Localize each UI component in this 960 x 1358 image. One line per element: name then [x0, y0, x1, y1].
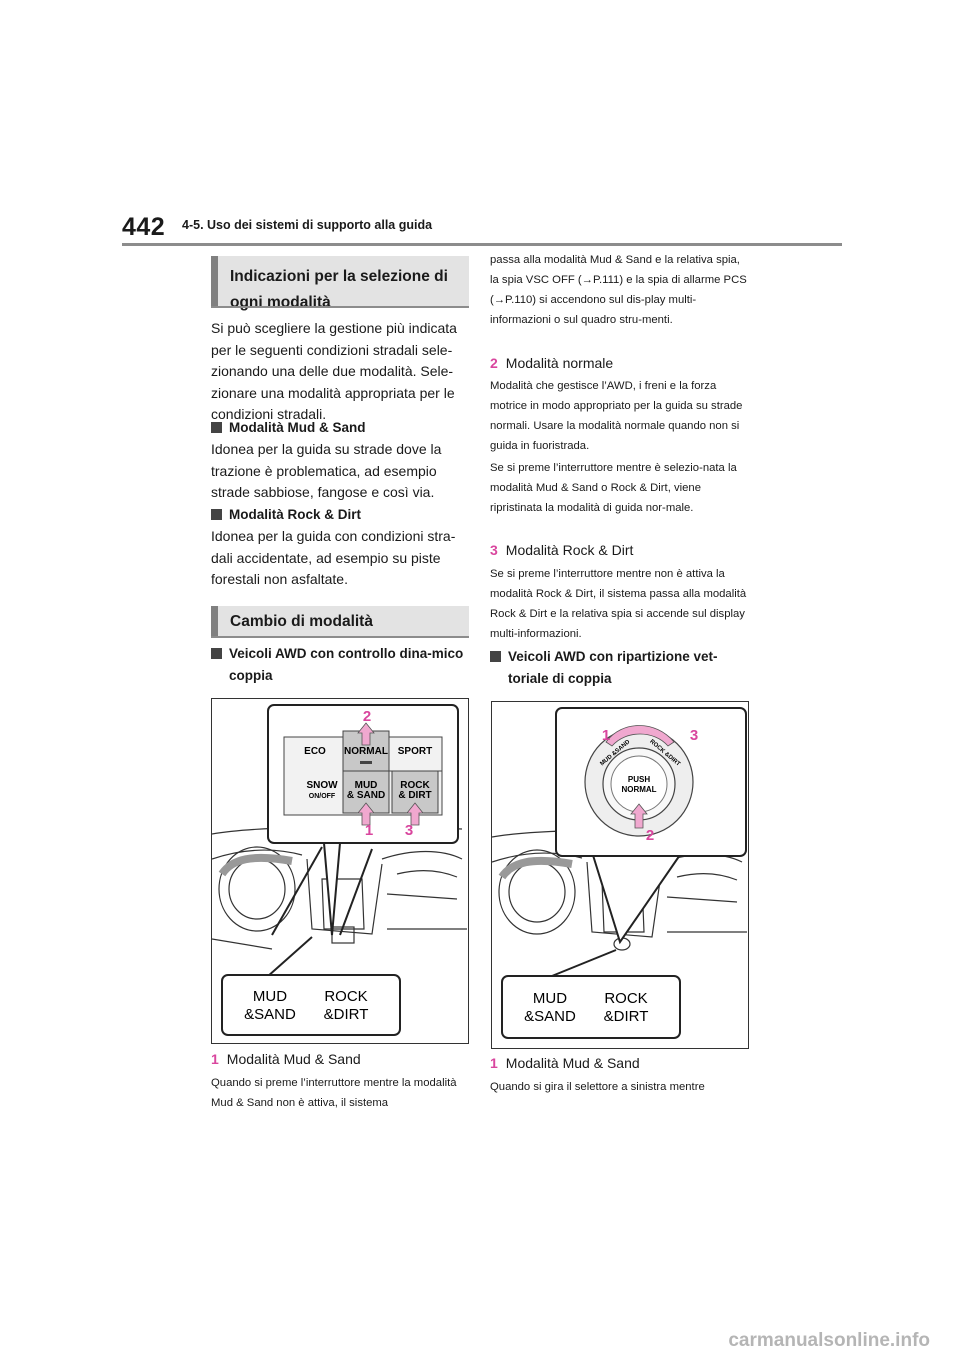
- item-4-title: Modalità Mud & Sand: [505, 1055, 640, 1071]
- bullet-mud-sand: Modalità Mud & Sand: [211, 417, 471, 439]
- item-4-number: 1: [490, 1055, 498, 1071]
- section-rule: [211, 306, 469, 308]
- callout-1: 1: [602, 727, 610, 744]
- push-arrow-icon: [630, 803, 648, 829]
- section-title-change-text: Cambio di modalità: [230, 613, 373, 630]
- display-mud-1: MUD: [533, 990, 567, 1007]
- item-3-text: Se si preme l’interruttore mentre non è …: [490, 568, 747, 640]
- display-rock-2: &DIRT: [604, 1008, 649, 1025]
- item-2-text-b: Se si preme l’interruttore mentre è sele…: [490, 462, 737, 514]
- watermark: carmanualsonline.info: [728, 1330, 930, 1351]
- item-3-heading: 3 Modalità Rock & Dirt: [490, 540, 750, 560]
- callout-2: 2: [363, 708, 371, 725]
- item-2-heading: 2 Modalità normale: [490, 353, 750, 373]
- callout-3: 3: [690, 727, 698, 744]
- display-rock-1: ROCK: [604, 990, 647, 1007]
- bullet-awd-dynamic: Veicoli AWD con controllo dina-mico copp…: [211, 643, 471, 686]
- dial-normal-label: NORMAL: [621, 785, 656, 794]
- arrow-rock-icon: [406, 802, 424, 826]
- display-mud-2: &SAND: [244, 1006, 296, 1023]
- figure-drive-mode-dial: PUSH NORMAL MUD &SAND ROCK &DIRT 1 3 2 M…: [491, 701, 749, 1049]
- btn-snow-sub-label: ON/OFF: [309, 793, 336, 800]
- btn-mud-label-1: MUD: [355, 780, 378, 791]
- arrow-mud-icon: [357, 802, 375, 826]
- chapter-title: 4-5. Uso dei sistemi di supporto alla gu…: [182, 218, 433, 232]
- display-panel: [501, 975, 681, 1039]
- page-number: 442: [122, 213, 166, 241]
- section-rule: [211, 636, 469, 638]
- bullet-mud-sand-text: Idonea per la guida su strade dove la tr…: [211, 441, 442, 500]
- bullet-rock-dirt-title: Modalità Rock & Dirt: [229, 507, 362, 522]
- rotate-arrow-icon: [605, 725, 675, 747]
- item-3-number: 3: [490, 542, 498, 558]
- display-panel: [221, 974, 401, 1036]
- bullet-mud-sand-title: Modalità Mud & Sand: [229, 420, 366, 435]
- display-rock-1: ROCK: [324, 988, 367, 1005]
- bullet-square-icon: [211, 422, 222, 433]
- display-rock-2: &DIRT: [324, 1006, 369, 1023]
- item-2-text-a: Modalità che gestisce l’AWD, i freni e l…: [490, 380, 743, 452]
- bullet-rock-dirt: Modalità Rock & Dirt: [211, 504, 471, 526]
- btn-mud-label-2: & SAND: [347, 790, 385, 801]
- item-1-number: 1: [211, 1051, 219, 1067]
- item-1-title: Modalità Mud & Sand: [226, 1051, 361, 1067]
- figure-drive-mode-buttons: ECO NORMAL SPORT SNOW ON/OFF MUD & SAND …: [211, 698, 469, 1044]
- display-mud-2: &SAND: [524, 1008, 576, 1025]
- item-2-title: Modalità normale: [505, 355, 614, 371]
- continuation-paragraph: passa alla modalità Mud & Sand e la rela…: [490, 254, 747, 326]
- bullet-awd-vectoring-title: Veicoli AWD con ripartizione vet-toriale…: [508, 649, 718, 686]
- bullet-square-icon: [211, 509, 222, 520]
- item-4-text: Quando si gira il selettore a sinistra m…: [490, 1081, 705, 1093]
- figure-drive-mode-buttons-svg: ECO NORMAL SPORT SNOW ON/OFF MUD & SAND …: [212, 704, 467, 1036]
- btn-snow-label: SNOW: [306, 780, 338, 791]
- item-4-heading: 1 Modalità Mud & Sand: [490, 1053, 750, 1073]
- intro-paragraph: Si può scegliere la gestione più indicat…: [211, 320, 457, 422]
- callout-3: 3: [405, 822, 413, 839]
- btn-normal-label: NORMAL: [344, 746, 388, 757]
- item-1-text: Quando si preme l’interruttore mentre la…: [211, 1077, 457, 1109]
- section-title-change: Cambio di modalità: [211, 606, 469, 638]
- figure-drive-mode-dial-svg: PUSH NORMAL MUD &SAND ROCK &DIRT 1 3 2 M…: [492, 707, 747, 1039]
- display-mud-1: MUD: [253, 988, 287, 1005]
- section-title-selection: Indicazioni per la selezione di ogni mod…: [211, 256, 469, 311]
- arrow-normal-icon: [357, 722, 375, 746]
- dial-push-label: PUSH: [628, 775, 650, 784]
- header-rule: [122, 243, 842, 246]
- bullet-awd-vectoring: Veicoli AWD con ripartizione vet-toriale…: [490, 646, 750, 689]
- btn-eco-label: ECO: [304, 746, 326, 757]
- bullet-square-icon: [211, 648, 222, 659]
- callout-2: 2: [646, 827, 654, 844]
- btn-rock-label-2: & DIRT: [398, 790, 431, 801]
- callout-1: 1: [365, 822, 373, 839]
- section-title-selection-text: Indicazioni per la selezione di ogni mod…: [230, 268, 448, 311]
- item-1-heading: 1 Modalità Mud & Sand: [211, 1049, 471, 1069]
- bullet-square-icon: [490, 651, 501, 662]
- bullet-awd-dynamic-title: Veicoli AWD con controllo dina-mico copp…: [229, 646, 464, 683]
- btn-sport-label: SPORT: [398, 746, 432, 757]
- btn-rock-label-1: ROCK: [400, 780, 430, 791]
- dashboard-sketch: [212, 826, 467, 950]
- bullet-rock-dirt-text: Idonea per la guida con condizioni stra-…: [211, 528, 456, 587]
- item-2-number: 2: [490, 355, 498, 371]
- item-3-title: Modalità Rock & Dirt: [505, 542, 634, 558]
